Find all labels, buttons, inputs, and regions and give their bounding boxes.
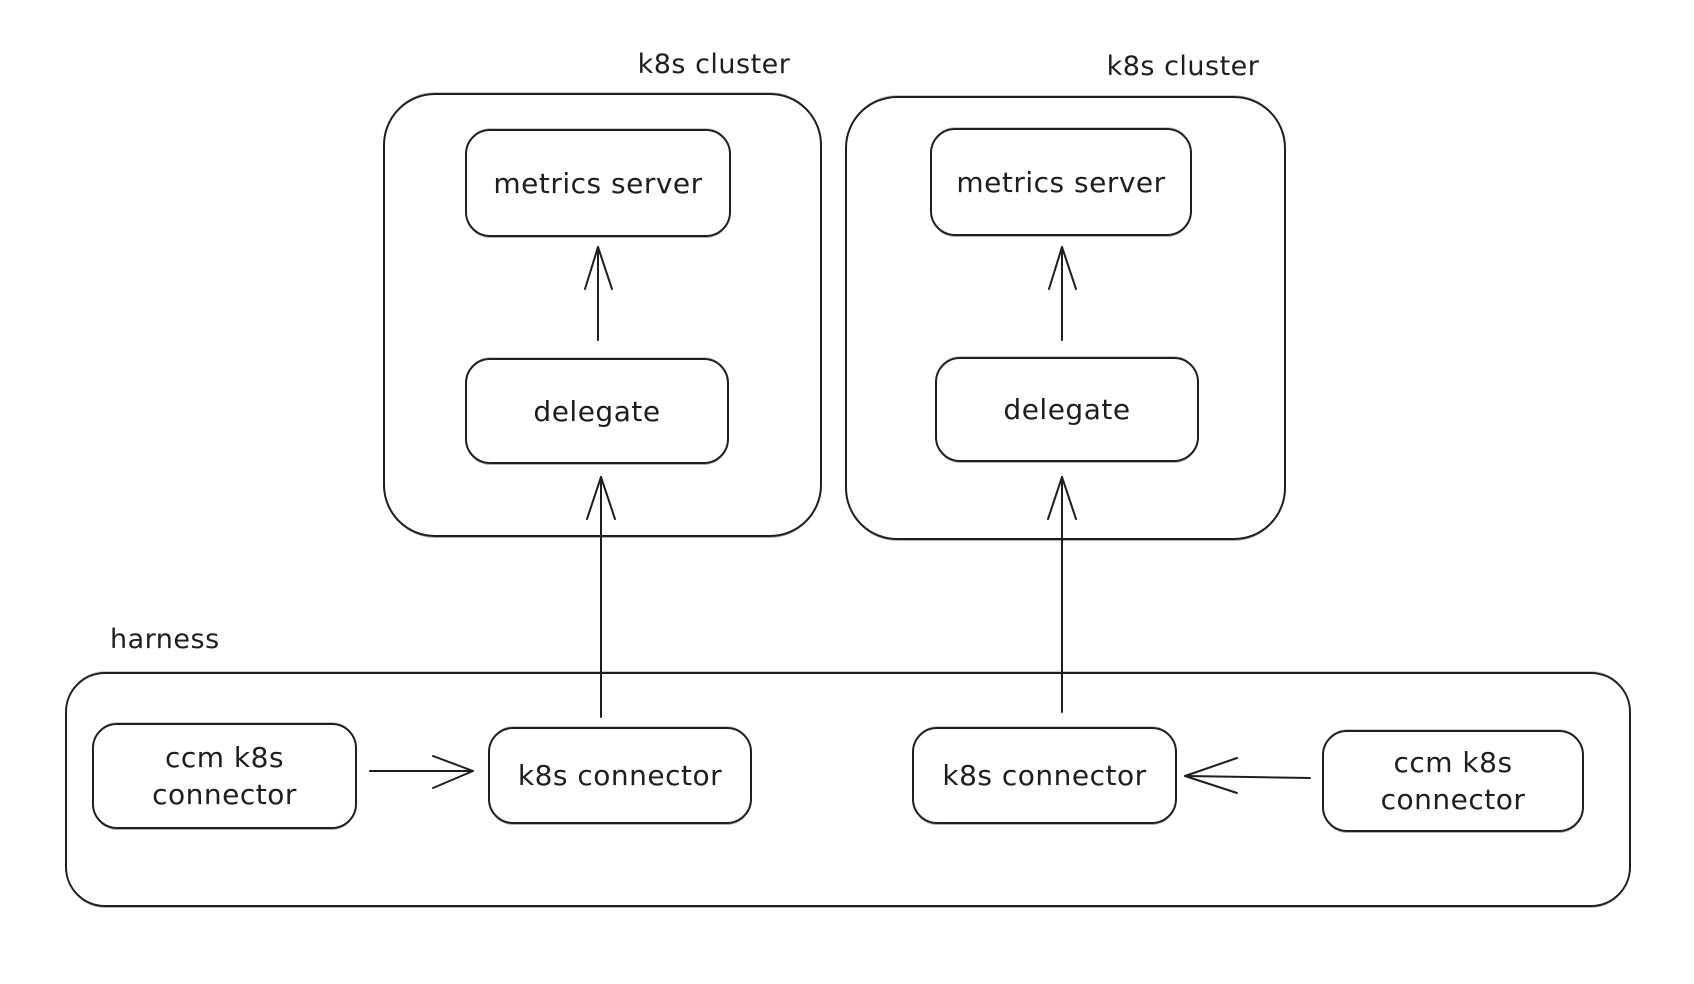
harness-label: harness <box>110 624 220 655</box>
k8s-connector-left-box: k8s connector <box>488 727 752 824</box>
cluster-1-metrics-server-box: metrics server <box>465 129 731 237</box>
cluster-2-delegate-box: delegate <box>935 357 1199 462</box>
cluster-1-label: k8s cluster <box>637 49 791 80</box>
ccm-k8s-connector-left-line2: connector <box>152 778 297 811</box>
cluster-2-label: k8s cluster <box>1106 51 1260 82</box>
harness-frame <box>65 672 1631 907</box>
ccm-k8s-connector-right-line2: connector <box>1380 783 1526 816</box>
ccm-k8s-connector-right-line1: ccm k8s <box>1393 746 1513 779</box>
cluster-1-delegate-box: delegate <box>465 358 729 464</box>
cluster-2-frame <box>845 96 1286 540</box>
ccm-k8s-connector-left-line1: ccm k8s <box>164 741 285 774</box>
k8s-connector-right-box: k8s connector <box>912 727 1177 824</box>
cluster-1-frame <box>383 93 822 537</box>
ccm-k8s-connector-left-box: ccm k8s connector <box>92 723 357 829</box>
cluster-2-metrics-server-box: metrics server <box>930 128 1192 236</box>
ccm-k8s-connector-right-box: ccm k8s connector <box>1322 730 1584 832</box>
